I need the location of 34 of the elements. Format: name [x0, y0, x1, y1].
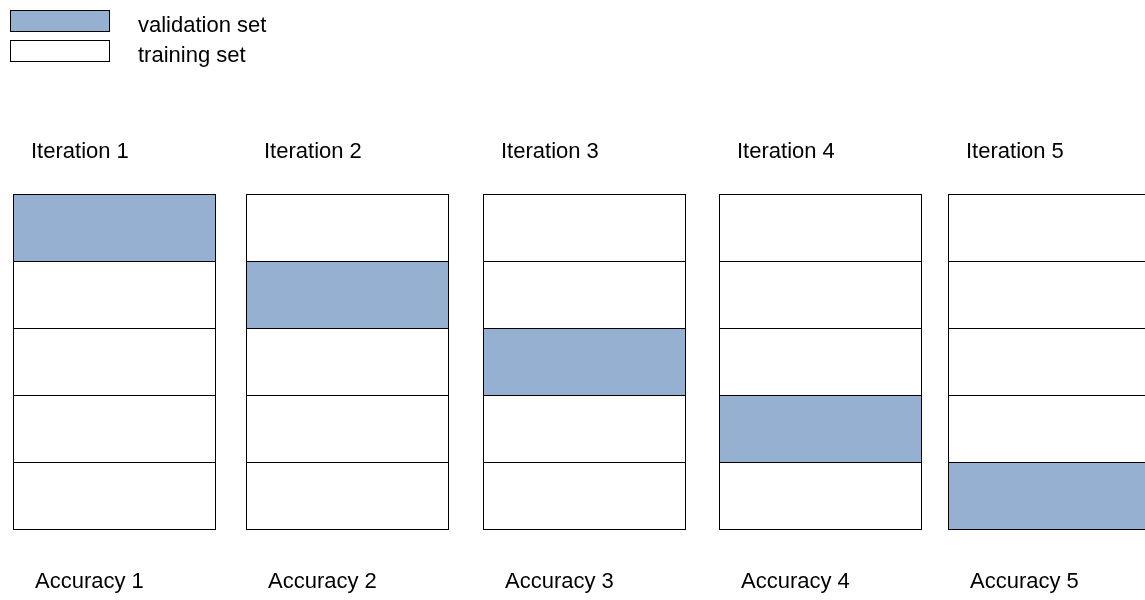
training-fold: [483, 194, 686, 262]
iteration-heading: Iteration 2: [264, 138, 362, 164]
iteration-heading: Iteration 4: [737, 138, 835, 164]
validation-fold: [948, 462, 1145, 530]
accuracy-label: Accuracy 3: [505, 568, 614, 594]
training-fold: [246, 328, 449, 396]
training-fold: [483, 261, 686, 329]
training-fold: [719, 328, 922, 396]
validation-fold: [719, 395, 922, 463]
training-fold: [719, 462, 922, 530]
training-fold: [948, 194, 1145, 262]
validation-fold: [483, 328, 686, 396]
iteration-heading: Iteration 5: [966, 138, 1064, 164]
training-fold: [246, 194, 449, 262]
training-fold: [246, 395, 449, 463]
legend-label: validation set: [138, 12, 267, 38]
accuracy-label: Accuracy 1: [35, 568, 144, 594]
accuracy-label: Accuracy 4: [741, 568, 850, 594]
training-fold: [13, 395, 216, 463]
training-fold: [719, 261, 922, 329]
accuracy-label: Accuracy 2: [268, 568, 377, 594]
training-fold: [13, 261, 216, 329]
training-fold: [246, 462, 449, 530]
iteration-heading: Iteration 1: [31, 138, 129, 164]
training-fold: [483, 462, 686, 530]
iteration-heading: Iteration 3: [501, 138, 599, 164]
validation-fold: [13, 194, 216, 262]
legend-label: training set: [138, 42, 246, 68]
training-fold: [719, 194, 922, 262]
validation-fold: [246, 261, 449, 329]
training-fold: [483, 395, 686, 463]
training-fold: [13, 328, 216, 396]
training-fold: [13, 462, 216, 530]
accuracy-label: Accuracy 5: [970, 568, 1079, 594]
